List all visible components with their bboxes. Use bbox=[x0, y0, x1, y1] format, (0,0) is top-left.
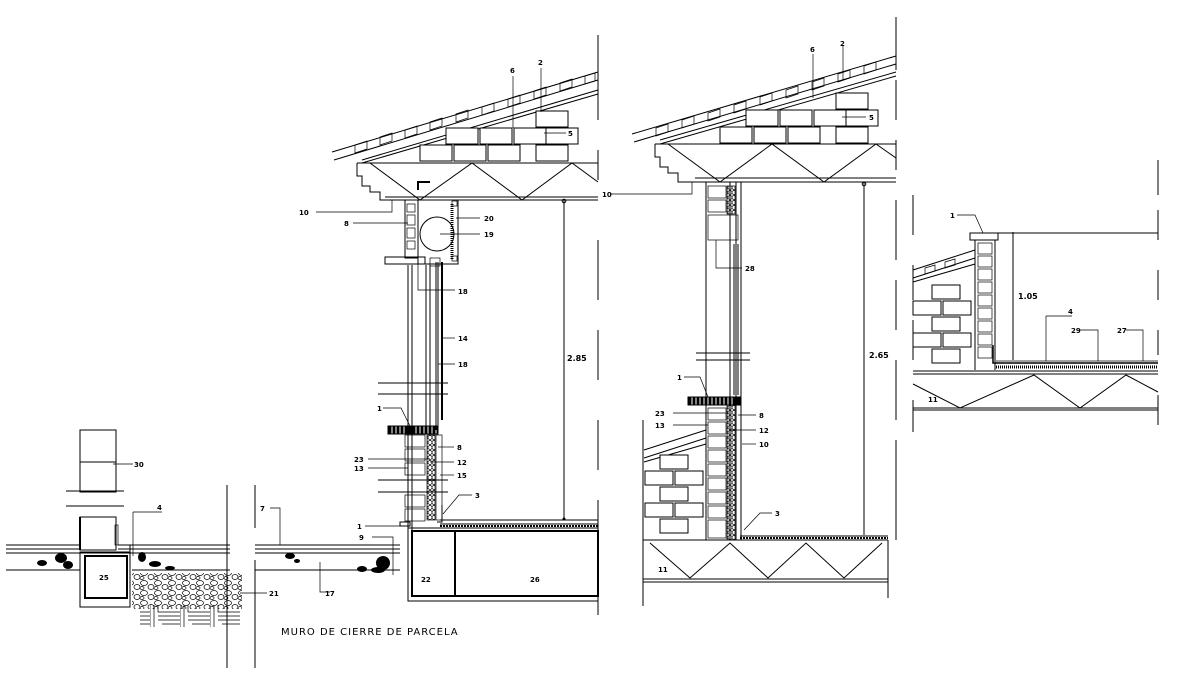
callout-1-sill: 1 bbox=[377, 405, 382, 413]
callout-11-mid: 11 bbox=[658, 566, 668, 574]
callout-8-mid: 8 bbox=[759, 412, 764, 420]
callout-21: 21 bbox=[269, 590, 279, 598]
callout-23-mid: 23 bbox=[655, 410, 665, 418]
dimension-parapet-height: 1.05 bbox=[1018, 292, 1038, 301]
callout-3-mid: 3 bbox=[775, 510, 780, 518]
callouts-left: 2 6 5 10 8 20 19 18 14 18 1 23 13 bbox=[299, 59, 587, 584]
callout-1-right: 1 bbox=[950, 212, 955, 220]
fence-wall-section: 30 4 25 7 21 17 MURO DE CIERRE DE PARCEL… bbox=[6, 429, 459, 668]
callout-5-mid: 5 bbox=[869, 114, 874, 122]
dimension-height-left: 2.85 bbox=[567, 354, 587, 363]
callout-9: 9 bbox=[359, 534, 364, 542]
callout-10: 10 bbox=[299, 209, 309, 217]
callout-25: 25 bbox=[99, 574, 109, 582]
section-right: 1 4 29 27 11 1.05 bbox=[912, 160, 1159, 432]
callout-18-bottom: 18 bbox=[458, 361, 468, 369]
callout-20: 20 bbox=[484, 215, 494, 223]
callout-6: 6 bbox=[510, 67, 515, 75]
callout-8-bottom: 8 bbox=[457, 444, 462, 452]
callout-29: 29 bbox=[1071, 327, 1081, 335]
section-left: 2 6 5 10 8 20 19 18 14 18 1 23 13 bbox=[299, 35, 599, 615]
roof-brick-fill-left bbox=[419, 110, 579, 162]
callout-4-right: 4 bbox=[1068, 308, 1073, 316]
callout-12-mid: 12 bbox=[759, 427, 769, 435]
drawing-title: MURO DE CIERRE DE PARCELA bbox=[281, 627, 459, 638]
callout-22: 22 bbox=[421, 576, 431, 584]
callout-8-top: 8 bbox=[344, 220, 349, 228]
dimension-height-middle: 2.65 bbox=[869, 351, 889, 360]
callout-4-fence: 4 bbox=[157, 504, 162, 512]
callout-2: 2 bbox=[538, 59, 543, 67]
callout-1-base: 1 bbox=[357, 523, 362, 531]
callout-2-mid: 2 bbox=[840, 40, 845, 48]
section-middle: 2 6 5 10 28 1 23 13 8 12 10 3 11 2.65 bbox=[602, 17, 897, 606]
callout-27: 27 bbox=[1117, 327, 1127, 335]
callout-14: 14 bbox=[458, 335, 468, 343]
callout-6-mid: 6 bbox=[810, 46, 815, 54]
callout-11-right: 11 bbox=[928, 396, 938, 404]
callout-1-mid: 1 bbox=[677, 374, 682, 382]
callout-17: 17 bbox=[325, 590, 335, 598]
callout-10-top-mid: 10 bbox=[602, 191, 612, 199]
roof-slab-left bbox=[356, 162, 599, 201]
callout-26: 26 bbox=[530, 576, 540, 584]
callout-5: 5 bbox=[568, 130, 573, 138]
callout-28: 28 bbox=[745, 265, 755, 273]
roof-tiles-left bbox=[331, 71, 599, 164]
callout-13-mid: 13 bbox=[655, 422, 665, 430]
callout-7: 7 bbox=[260, 505, 265, 513]
callout-13: 13 bbox=[354, 465, 364, 473]
window-wall-left bbox=[378, 198, 599, 602]
callout-30: 30 bbox=[134, 461, 144, 469]
callout-15: 15 bbox=[457, 472, 467, 480]
callout-12: 12 bbox=[457, 459, 467, 467]
callout-23: 23 bbox=[354, 456, 364, 464]
callout-3: 3 bbox=[475, 492, 480, 500]
callout-18-top: 18 bbox=[458, 288, 468, 296]
callout-10-bottom-mid: 10 bbox=[759, 441, 769, 449]
callout-19: 19 bbox=[484, 231, 494, 239]
vegetation bbox=[37, 552, 390, 573]
